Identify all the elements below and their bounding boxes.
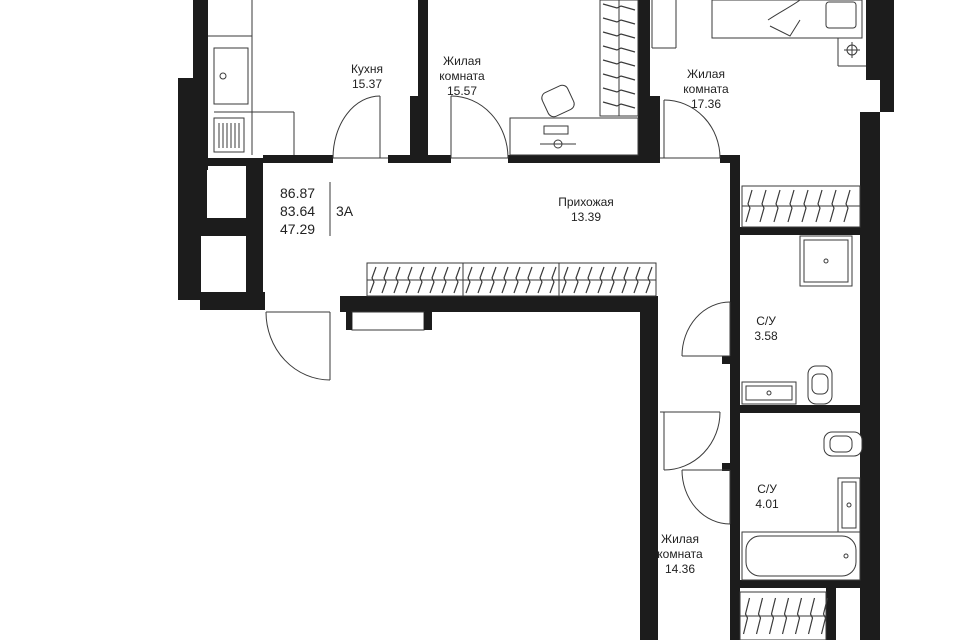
hanger-icon [755, 597, 764, 635]
hanger-icon [602, 73, 636, 81]
hanger-icon [381, 266, 389, 294]
total-area: 86.87 [280, 185, 316, 201]
room-name: С/У [757, 482, 777, 496]
room-label-hallway: Прихожая 13.39 [546, 195, 626, 225]
hanger-icon [742, 597, 751, 635]
sink-icon [213, 47, 249, 105]
bath2-fixtures [741, 431, 863, 581]
area-values: 86.87 83.64 47.29 [280, 184, 330, 238]
hanger-icon [815, 189, 823, 223]
hanger-icon [429, 266, 437, 294]
hanger-icon [585, 266, 593, 294]
room-name-line1: Жилая [687, 67, 725, 81]
hanger-icon [393, 266, 401, 294]
hanger-icon [843, 189, 851, 223]
apartment-info: 86.87 83.64 47.29 3А [280, 178, 360, 240]
hanger-icon [602, 17, 636, 25]
toilet-icon [823, 431, 863, 457]
window-frame [351, 311, 425, 331]
info-divider [329, 182, 331, 236]
room-label-living2: Жилая комната 17.36 [670, 67, 742, 112]
room-label-living3: Жилая комната 14.36 [644, 532, 716, 577]
hanger-icon [501, 266, 509, 294]
hanger-icon [781, 597, 790, 635]
kitchen-fixtures [208, 0, 295, 155]
hanger-icon [597, 266, 605, 294]
room-name-line2: комната [439, 69, 485, 83]
hanger-icon [759, 189, 767, 223]
hanger-icon [745, 189, 753, 223]
hanger-icon [829, 189, 837, 223]
hanger-icon [369, 266, 377, 294]
washbasin-icon [741, 381, 797, 405]
bath1-fixtures [741, 235, 853, 405]
room-area: 4.01 [755, 497, 779, 511]
hanger-icon [602, 87, 636, 95]
room-label-bath2: С/У 4.01 [745, 482, 789, 512]
walls [178, 0, 894, 640]
hanger-icon [621, 266, 629, 294]
room-area: 15.57 [446, 84, 478, 98]
hanger-icon [465, 266, 473, 294]
hanger-icon [602, 59, 636, 67]
washbasin-icon [837, 477, 861, 533]
hanger-icon [405, 266, 413, 294]
room-area: 13.39 [570, 210, 602, 224]
room-area: 3.58 [754, 329, 778, 343]
hanger-icon [441, 266, 449, 294]
living2-fixtures [651, 0, 866, 67]
room-name-line2: комната [683, 82, 729, 96]
hanger-icon [602, 31, 636, 39]
room-name-line1: Жилая [443, 54, 481, 68]
bathtub-icon [741, 531, 861, 581]
hanger-icon [525, 266, 533, 294]
room-area: 15.37 [351, 77, 383, 91]
room-label-kitchen: Кухня 15.37 [334, 62, 400, 92]
area-2: 83.64 [280, 203, 316, 219]
hanger-icon [645, 266, 653, 294]
hanger-icon [573, 266, 581, 294]
hanger-icon [561, 266, 569, 294]
hanger-icon [801, 189, 809, 223]
hanger-icon [787, 189, 795, 223]
shower-icon [799, 235, 853, 287]
wardrobes [366, 0, 861, 640]
hanger-icon [609, 266, 617, 294]
hanger-icon [773, 189, 781, 223]
hanger-icon [768, 597, 777, 635]
hanger-icon [453, 266, 461, 294]
room-name-line1: Жилая [661, 532, 699, 546]
room-name-line2: комната [657, 547, 703, 561]
hanger-icon [513, 266, 521, 294]
hanger-icon [417, 266, 425, 294]
room-area: 17.36 [690, 97, 722, 111]
desk [509, 117, 639, 156]
hanger-icon [537, 266, 545, 294]
room-area: 14.36 [664, 562, 696, 576]
hanger-icon [549, 266, 557, 294]
doors [265, 95, 731, 525]
hanger-icon [807, 597, 816, 635]
hanger-icon [602, 45, 636, 53]
room-label-living1: Жилая комната 15.57 [426, 54, 498, 99]
living-area: 47.29 [280, 221, 316, 237]
hanger-icon [794, 597, 803, 635]
hanger-icon [477, 266, 485, 294]
chair-icon [541, 84, 575, 118]
room-name: С/У [756, 314, 776, 328]
apartment-type: 3А [336, 203, 354, 219]
hanger-icon [602, 101, 636, 109]
hanger-icon [602, 3, 636, 11]
hanger-icon [820, 597, 829, 635]
hanger-icon [633, 266, 641, 294]
room-name: Прихожая [558, 195, 614, 209]
hanger-icon [489, 266, 497, 294]
room-name: Кухня [350, 62, 384, 76]
room-label-bath1: С/У 3.58 [744, 314, 788, 344]
